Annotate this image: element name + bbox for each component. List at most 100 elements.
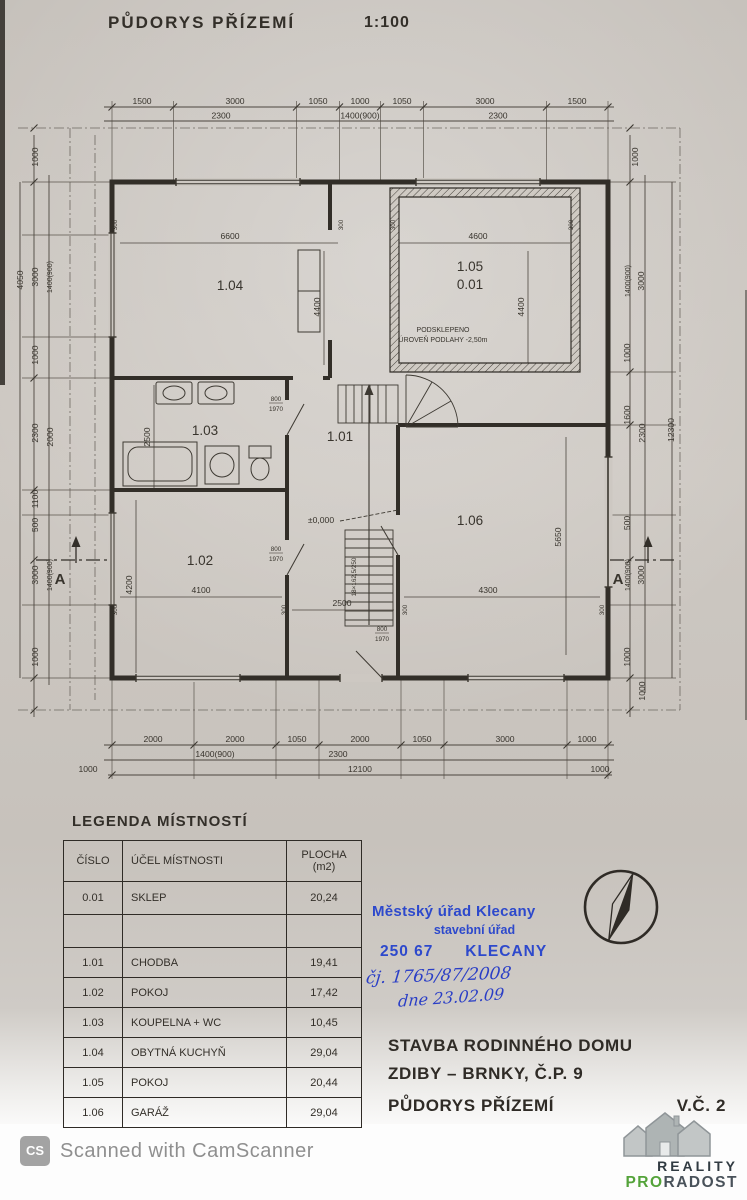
dim-label: 2000 [143,734,162,744]
wall-dim-label: 300 [568,219,575,230]
sheet-number: V.Č. 2 [676,1096,726,1115]
room-purpose: CHODBA [122,947,287,978]
bathroom-fixtures [122,381,272,487]
room-number: 0.01 [63,881,123,915]
door-dim-label: 1970 [269,406,284,413]
wall-dim-label: 300 [599,604,606,615]
dim-label: 500 [622,516,632,531]
dim-label: 1050 [287,734,306,744]
dim-label: 1000 [637,681,647,700]
dim-label: 3000 [30,267,40,286]
drawing-name: PŮDORYS PŘÍZEMÍ [388,1096,555,1115]
room-purpose: KOUPELNA + WC [122,1007,287,1038]
section-label-left: A [55,571,66,588]
dim-label: 2000 [350,734,369,744]
room-label-102: 1.02 [187,553,213,568]
room-area [286,914,362,948]
legend-row: 1.05 POKOJ 20,44 [63,1067,362,1098]
scan-edge-artifact-right [745,290,747,720]
legend-row: 1.06 GARÁŽ 29,04 [63,1097,362,1128]
room-label-101: 1.01 [327,429,353,444]
dim-label: 3000 [636,271,646,290]
room-area: 17,42 [286,977,362,1008]
dim-label: 5650 [553,527,563,546]
project-title-line1: STAVBA RODINNÉHO DOMU [388,1036,633,1055]
room-purpose: OBYTNÁ KUCHYŇ [122,1037,287,1068]
authority-stamp-dept: stavební úřad [433,923,516,937]
dim-label: 1500 [567,96,586,106]
dim-label: 1050 [392,96,411,106]
dim-label: 1000 [622,647,632,666]
room-number: 1.02 [63,977,123,1008]
basement-outline-hatch [389,187,581,373]
windows [108,178,613,682]
interior-dimension-lines [120,242,600,673]
room-purpose [122,914,287,948]
dim-label: 1400(900) [47,261,54,293]
walls [109,179,611,681]
dim-label: 2300 [328,749,347,759]
bottom-white-strip [0,1124,747,1200]
room-area: 19,41 [286,947,362,978]
section-marks: A A [36,536,676,588]
dim-label: 3000 [30,565,40,584]
realty-houses-icon [623,1112,711,1157]
door-dim-label: 800 [377,626,388,633]
wall-dim-label: 300 [402,604,409,615]
kitchen-island [297,249,321,333]
camscanner-logo-icon: CS [20,1136,50,1166]
dim-label: 4400 [312,297,322,316]
dim-label: 1400(900) [47,559,54,591]
stairs [337,374,459,627]
wall-dim-label: 300 [112,219,119,230]
legend-row: 0.01 SKLEP 20,24 [63,881,362,915]
legend-row-spacer [63,914,362,948]
authority-stamp-city: 250 67 KLECANY [380,943,548,960]
legend-col-area-line1: PLOCHA [301,849,347,861]
floor-level-label: ±0,000 [308,515,334,525]
dim-label: 1000 [30,647,40,666]
room-label-106: 1.06 [457,513,483,528]
project-title-line2: ZDIBY – BRNKY, Č.P. 9 [388,1064,584,1083]
dim-label: 2300 [488,111,507,121]
dim-label: 2000 [45,427,55,446]
handwritten-date: dne 23.02.09 [397,984,505,1011]
room-purpose: SKLEP [122,881,287,915]
legend-table: ČÍSLO ÚČEL MÍSTNOSTI PLOCHA (m2) 0.01 SK… [63,840,362,1128]
section-label-right: A [613,571,624,588]
room-area: 20,44 [286,1067,362,1098]
dim-label: 4200 [124,575,134,594]
dim-label: 12100 [348,764,372,774]
dim-label: 1000 [590,764,609,774]
basement-note-line1: PODSKLEPENO [417,327,470,334]
wall-dim-label: 300 [281,604,288,615]
dim-label: 3000 [495,734,514,744]
legend-col-id: ČÍSLO [63,840,123,882]
title-block: STAVBA RODINNÉHO DOMU ZDIBY – BRNKY, Č.P… [388,1036,726,1116]
dim-label: 1000 [630,147,640,166]
dim-label: 2500 [332,598,351,608]
drawing-title: PŮDORYS PŘÍZEMÍ [108,13,296,32]
dim-label: 2300 [637,423,647,442]
dim-label: 4050 [15,270,25,289]
realty-logo-line2: PRORADOST [618,1174,738,1192]
room-purpose: POKOJ [122,977,287,1008]
room-area: 29,04 [286,1037,362,1068]
room-number: 1.04 [63,1037,123,1068]
legend-title: LEGENDA MÍSTNOSTÍ [72,813,248,830]
plan-notes: PODSKLEPENO ÚROVEŇ PODLAHY -2,50m ±0,000… [308,327,488,596]
dim-label: 1000 [30,147,40,166]
dimension-ticks [30,103,634,779]
legend-header-row: ČÍSLO ÚČEL MÍSTNOSTI PLOCHA (m2) [63,840,362,882]
dim-label: 3000 [636,565,646,584]
room-area: 10,45 [286,1007,362,1038]
room-purpose: GARÁŽ [122,1097,287,1128]
room-area: 29,04 [286,1097,362,1128]
legend-col-name: ÚČEL MÍSTNOSTI [122,840,287,882]
dim-label: 4400 [516,297,526,316]
room-label-105: 1.05 [457,259,483,274]
legend-row: 1.02 POKOJ 17,42 [63,977,362,1008]
dim-label: 4300 [478,585,497,595]
wall-dim-label: 300 [112,604,119,615]
dim-label: 1000 [30,345,40,364]
